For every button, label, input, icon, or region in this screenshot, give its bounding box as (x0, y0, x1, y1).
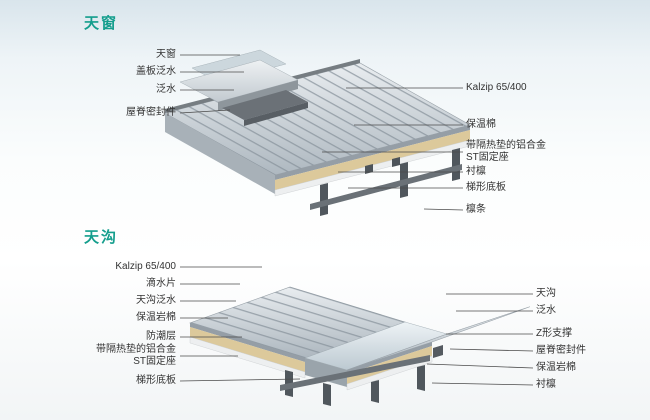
z-support (433, 345, 443, 358)
label-gutter-flashing: 天沟泛水 (136, 295, 176, 306)
label-insulation: 保温棉 (466, 119, 496, 130)
label-trapezoid-deck-2: 梯形底板 (136, 375, 176, 386)
liner-deck (189, 336, 306, 379)
label-kalzip: Kalzip 65/400 (466, 82, 527, 93)
insulation-layer (190, 327, 305, 372)
label-vapor-barrier: 防潮层 (146, 331, 176, 342)
label-kalzip-2: Kalzip 65/400 (115, 261, 176, 272)
label-flashing: 泛水 (156, 84, 176, 95)
label-st-clip-2: 带隔热垫的铝合金 ST固定座 (96, 344, 176, 367)
label-rockwool-2: 保温岩棉 (536, 362, 576, 373)
flashing-face (218, 80, 298, 111)
label-rockwool: 保温岩棉 (136, 312, 176, 323)
left-edge-layers (189, 323, 306, 379)
label-flashing-2: 泛水 (536, 305, 556, 316)
curb (222, 90, 308, 120)
label-gutter: 天沟 (536, 288, 556, 299)
insulation-layer (275, 130, 470, 190)
label-drip-plate: 滴水片 (146, 278, 176, 289)
label-liner-purlin-2: 衬檩 (536, 379, 556, 390)
skylight-assembly (179, 49, 308, 126)
section-title-gutter: 天沟 (84, 229, 119, 246)
side-face (165, 113, 275, 194)
gutter-front-face (305, 358, 347, 387)
label-purlin: 檩条 (466, 204, 486, 215)
section-title-skylight: 天窗 (84, 15, 119, 32)
label-ridge-seal-2: 屋脊密封件 (536, 345, 586, 356)
label-trapezoid-deck: 梯形底板 (466, 182, 506, 193)
label-ridge-seal: 屋脊密封件 (126, 107, 176, 118)
support-legs (285, 365, 425, 406)
curb-base (244, 102, 308, 126)
label-skylight: 天窗 (156, 49, 176, 60)
purlin (310, 164, 462, 210)
label-liner-purlin: 衬檩 (466, 166, 486, 177)
skylight-detail-illustration (164, 49, 470, 216)
clip-bracket (365, 157, 400, 174)
gutter-detail-illustration (189, 286, 530, 406)
label-z-support: Z形支撑 (536, 328, 573, 339)
label-cover-flashing: 盖板泛水 (136, 66, 176, 77)
label-st-clip: 带隔热垫的铝合金 ST固定座 (466, 140, 546, 163)
purlin (280, 355, 430, 391)
